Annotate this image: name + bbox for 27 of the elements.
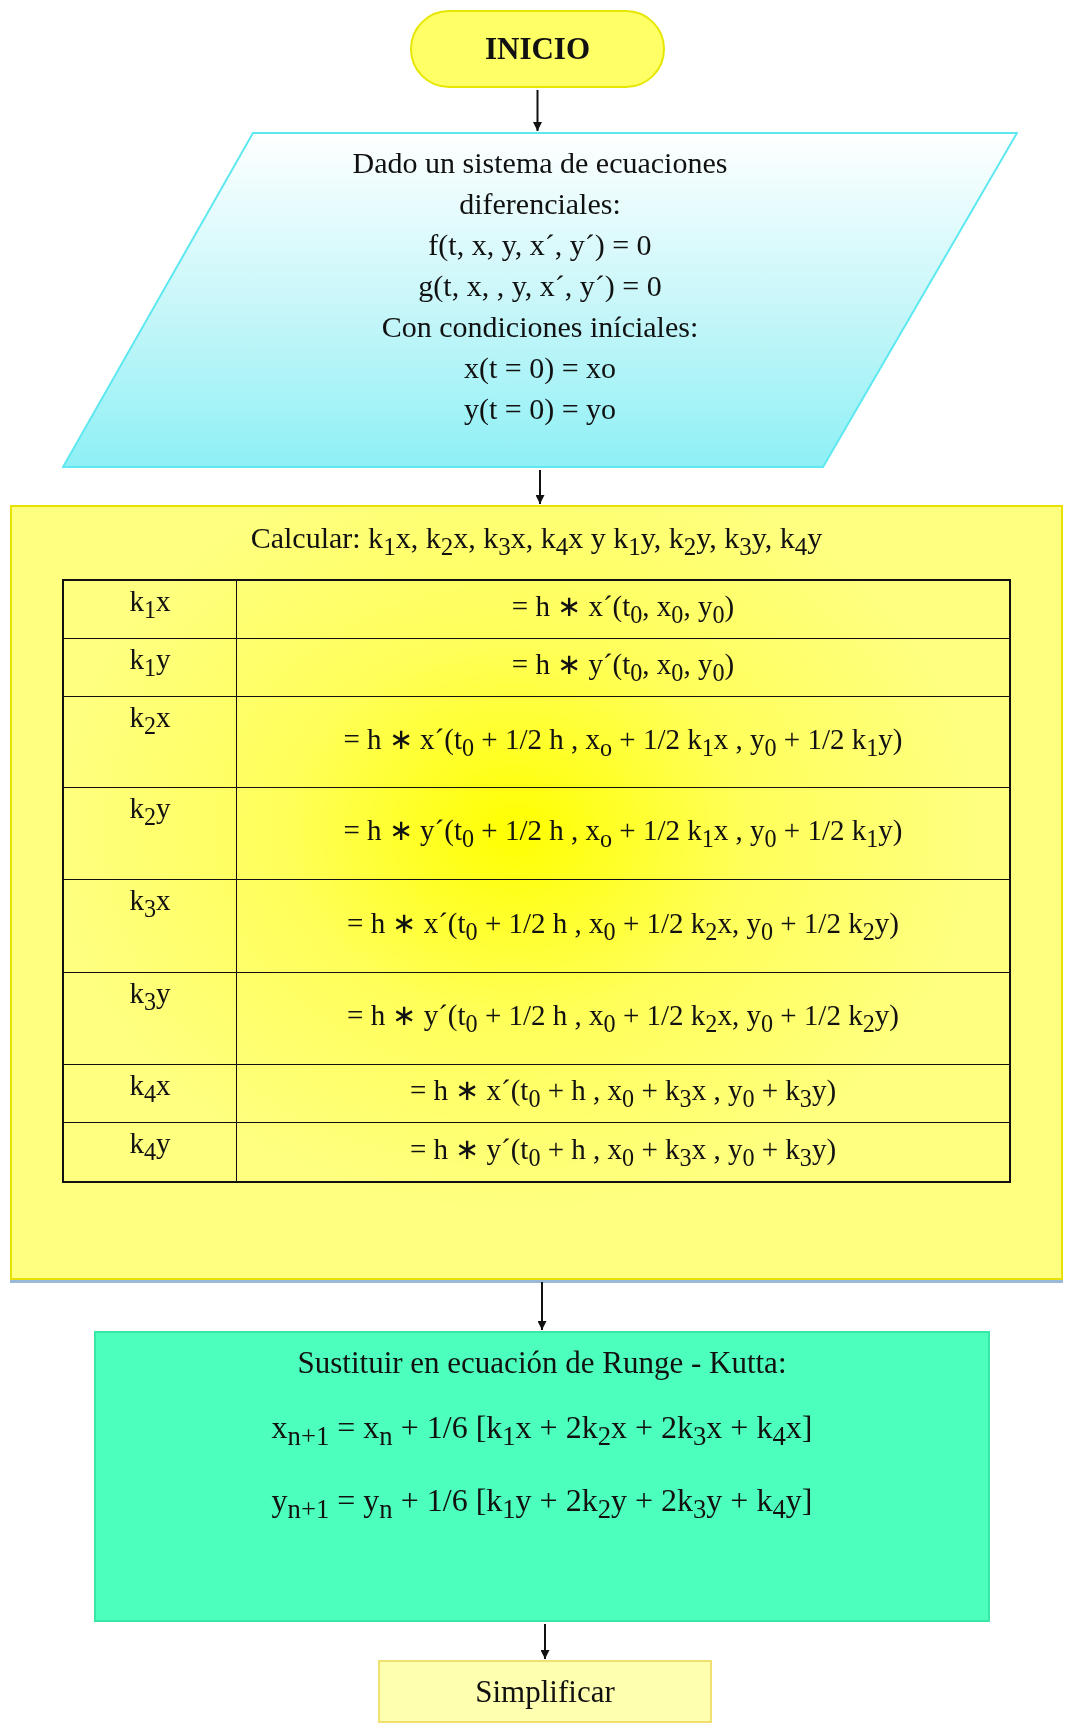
equation-text: g(t, x, , y, x´, y´) = 0	[418, 268, 662, 304]
arrow	[540, 1623, 550, 1660]
equation-text: y$_{n+1}$ = y$_{n}$ + 1/6 [k$_{1}$y + 2k$_{2}$y + 2k$_{3}$y + k$_{4}$y]	[271, 1482, 813, 1526]
heading-text: Calcular: k$_{1}$x, k$_{2}$x, k$_{3}$x, k$_{4}$x y k$_{1}$y, k$_{2}$y, k$_{3}$y, k$_{4}$y	[250, 521, 823, 561]
variable-label: k$_{3}$y	[63, 972, 237, 1064]
variable-label: k$_{2}$x	[63, 696, 237, 787]
process-box	[378, 1660, 712, 1723]
description-text: Con condiciones iníciales:	[381, 309, 699, 345]
terminal-text: INICIO	[484, 31, 591, 67]
arrow	[537, 1281, 547, 1331]
arrow	[533, 89, 542, 132]
heading-text: Sustituir en ecuación de Runge - Kutta:	[297, 1345, 787, 1381]
description-text: Dado un sistema de ecuaciones diferenciales:	[351, 145, 729, 222]
variable-label: k$_{3}$x	[63, 879, 237, 972]
equation-text: y(t = 0) = yo	[463, 391, 617, 427]
equation-text: x$_{n+1}$ = x$_{n}$ + 1/6 [k$_{1}$x + 2k$_{2}$x + 2k$_{3}$x + k$_{4}$x]	[271, 1409, 813, 1453]
variable-label: k$_{4}$x	[63, 1064, 237, 1122]
process-box	[94, 1331, 990, 1622]
process-box	[10, 505, 1063, 1280]
equation-text: x(t = 0) = xo	[463, 350, 617, 386]
variable-label: k$_{1}$x	[63, 580, 237, 638]
input-parallelogram	[62, 132, 1018, 468]
variable-label: k$_{1}$y	[63, 638, 237, 696]
arrow	[535, 469, 545, 505]
variable-label: k$_{2}$y	[63, 787, 237, 879]
step-text: Simplificar	[475, 1674, 615, 1710]
equation-text: f(t, x, y, x´, y´) = 0	[428, 227, 652, 263]
